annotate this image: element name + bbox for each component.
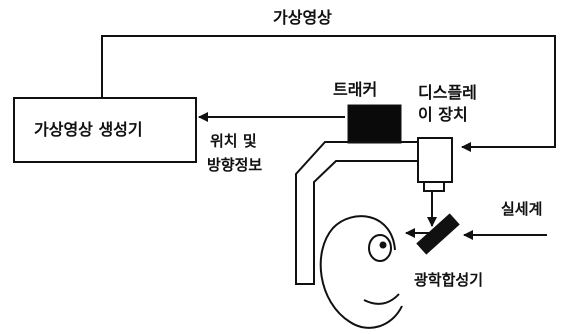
display-device bbox=[417, 137, 453, 183]
display-lens bbox=[423, 181, 445, 192]
real-world-label: 실세계 bbox=[501, 200, 543, 218]
display-label-line1: 디스플레 bbox=[418, 83, 477, 102]
tracker-block bbox=[347, 104, 402, 144]
position-info-label-line1: 위치 및 bbox=[210, 132, 257, 150]
optical-combiner bbox=[416, 213, 460, 255]
virtual-image-label: 가상영상 bbox=[273, 8, 332, 27]
head-outline bbox=[319, 215, 403, 329]
generator-label: 가상영상 생성기 bbox=[34, 120, 143, 139]
generator-box bbox=[13, 97, 197, 163]
pupil bbox=[379, 241, 387, 249]
eye bbox=[368, 234, 392, 262]
tracker-label: 트래커 bbox=[333, 80, 378, 99]
position-info-label-line2: 방향정보 bbox=[207, 156, 263, 174]
virtual-image-path bbox=[101, 35, 556, 152]
mouth bbox=[363, 293, 400, 305]
head-mount-frame bbox=[295, 141, 418, 285]
combiner-label: 광학합성기 bbox=[414, 271, 484, 289]
display-label-line2: 이 장치 bbox=[418, 105, 468, 124]
